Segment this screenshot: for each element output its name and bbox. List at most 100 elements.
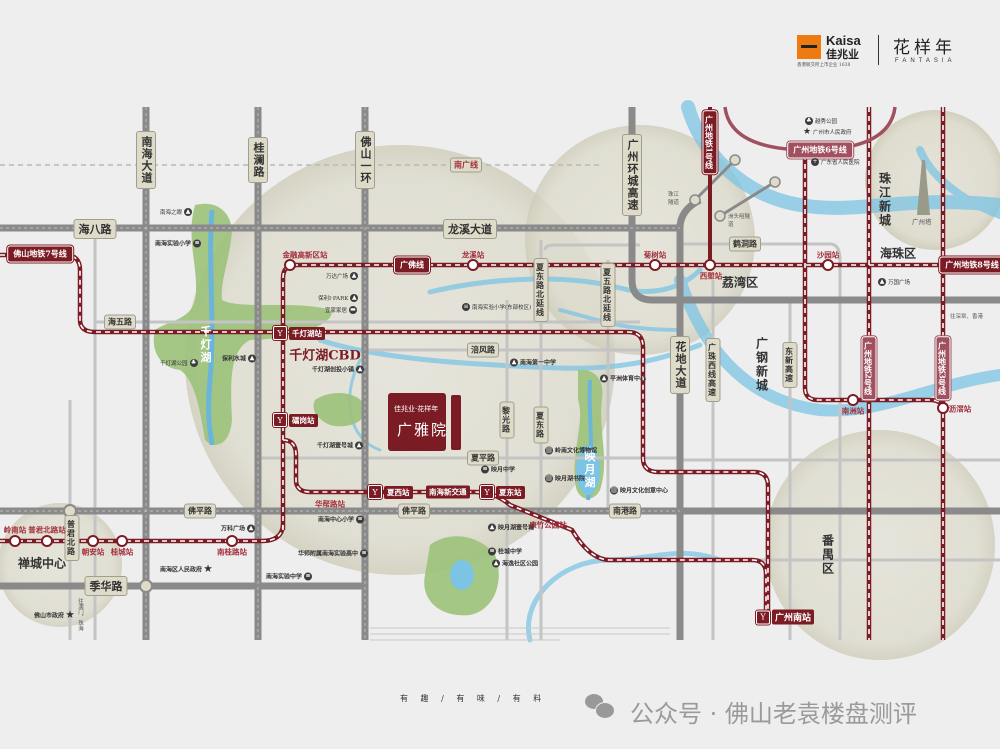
shopping-icon: ▬ (349, 306, 358, 314)
school-icon: ▥ (545, 474, 553, 482)
school-icon: ≡ (462, 303, 470, 311)
school-icon: ≡ (481, 465, 489, 473)
poi: 保利I·PARK▲ (318, 294, 359, 302)
poi: 万科广场▲ (221, 524, 256, 533)
poi: ♣越秀公园 (805, 117, 837, 125)
project-name[interactable]: 广雅院 (397, 421, 449, 439)
poi-label: 南海实验小学 (155, 240, 192, 248)
poi: 佛山市政府★ (34, 611, 74, 620)
station-huabang: 华帮路站 (315, 499, 345, 509)
poi: 万达广场▲ (326, 272, 359, 280)
road-liguang: 黎光路 (499, 401, 515, 439)
station-xiadong-label: 夏东站 (496, 485, 525, 499)
district-zhujiang: 珠江新城 (877, 172, 892, 228)
kaisa-name-cn: 佳兆业 (826, 48, 859, 61)
fantasia-name-en: FANTASIA (895, 58, 956, 64)
station-guicheng: 桂城站 (110, 547, 134, 557)
office-icon: ▲ (356, 365, 365, 373)
station-nanhai-xinjiaotong-label: 南海新交通 (426, 485, 470, 499)
poi-label: 南海第一中学 (520, 359, 557, 367)
shopping-icon: ▲ (350, 272, 359, 280)
government-star-icon: ★ (803, 127, 812, 137)
poi: ▲海逸社区公园 (492, 559, 538, 568)
station-xiaxi-label: 夏西站 (384, 485, 413, 499)
road-xiadong: 夏东路 (533, 406, 549, 444)
road-haiwu: 海五路 (104, 314, 136, 330)
district-qdh-cbd: 千灯湖CBD (289, 348, 361, 364)
line-label-guangfo: 广佛线 (394, 256, 430, 274)
station-qiandenghu-label: 千灯湖站 (289, 326, 325, 340)
park-icon: ♣ (189, 359, 198, 367)
footer-slogan: 有 趣 / 有 味 / 有 料 (400, 694, 547, 703)
poi: 南海中心小学≡ (318, 515, 365, 524)
poi: 南海实验小学≡ (155, 239, 202, 248)
poi-label: 保利水城 (222, 355, 247, 363)
line-label-fs7: 佛山地铁7号线 (7, 245, 73, 263)
school-icon: ≡ (488, 547, 496, 555)
school-icon: ▲ (510, 358, 518, 366)
halo-panyu (765, 430, 995, 660)
poi: 宜家家居▬ (325, 306, 358, 314)
poi: ▥映月文化创意中心 (610, 486, 668, 495)
poi-label: 映月文化创意中心 (620, 487, 669, 495)
road-xiadong-north: 夏东路北延线 (533, 258, 549, 322)
park-icon: ♣ (805, 117, 813, 125)
station-nanzhou: 南洲站 (841, 406, 865, 416)
poi-label: 保利I·PARK (318, 296, 349, 302)
fantasia-name-cn: 花样年 (893, 38, 956, 58)
road-guangzhu-west: 广珠西线高速 (705, 338, 721, 402)
line-label-gz8: 广州地铁8号线 (939, 256, 1000, 274)
poi-label: 平洲体育中心 (610, 375, 647, 383)
poi-label: 宜家家居 (325, 308, 348, 314)
poi-label: 南海之眼 (160, 210, 183, 216)
kaisa-name-en: Kaisa (826, 33, 861, 48)
poi: 南海区人民政府★ (160, 565, 212, 574)
poi: ≡南海实验小学(东部校区) (462, 303, 531, 311)
road-dongxin: 东新高速 (782, 342, 798, 388)
shopping-icon: ▲ (350, 294, 359, 302)
road-longxi: 龙溪大道 (443, 219, 497, 239)
direction-macau: 往澳门、珠海 (77, 598, 83, 631)
canton-tower-icon (917, 160, 930, 215)
stadium-icon: ▲ (600, 374, 608, 382)
poi: ≡桂城中学 (488, 547, 522, 556)
road-haiba: 海八路 (73, 219, 117, 239)
poi-label: 万达广场 (326, 274, 349, 280)
poi-label: 映月湖书院 (555, 475, 586, 483)
shopping-icon: ▲ (247, 524, 256, 532)
school-icon: ≡ (360, 549, 369, 557)
government-star-icon: ★ (204, 564, 213, 574)
district-panyu: 番禺区 (820, 534, 835, 576)
museum-icon: ▥ (545, 446, 553, 454)
poi-label: 南海中心小学 (318, 516, 355, 524)
landmark-icon: ▲ (184, 208, 193, 216)
poi: 保利水城▲ (222, 354, 257, 363)
lake-yingyue: 映月湖 (583, 450, 596, 490)
road-foping-2: 佛平路 (398, 503, 430, 519)
lake-qiandeng: 千灯湖 (199, 325, 212, 365)
poi: 千灯湖创投小镇▲ (312, 365, 365, 374)
poi: ▲南海第一中学 (510, 358, 556, 367)
poi: ▲映月湖壹号城 (488, 523, 534, 532)
road-nangang: 南港路 (609, 503, 641, 519)
station-lingnan: 岭南站 (3, 525, 27, 535)
road-fufeng: 涪风路 (467, 342, 499, 358)
zhujiang-tunnel-label: 珠江隧道 (668, 192, 680, 206)
culture-icon: ▥ (610, 486, 618, 494)
poi: 南海实验中学≡ (266, 572, 313, 581)
road-xiawu-north: 夏五路北延线 (600, 263, 616, 327)
station-gz-south-label: 广州南站 (772, 609, 815, 625)
project-developer: 佳兆业·花样年 (394, 405, 439, 413)
road-huadi: 花地大道 (670, 336, 690, 394)
poi: ▥映月湖书院 (545, 474, 585, 483)
residence-icon: ▲ (355, 441, 364, 449)
poi: 千灯湖公园♣ (160, 359, 198, 367)
station-pujun: 普君北路站 (28, 525, 66, 535)
district-liwan: 荔湾区 (721, 275, 759, 290)
halo-zhujiang (865, 110, 1000, 250)
poi-label: 佛山市政府 (34, 612, 65, 620)
kaisa-logo (797, 35, 821, 59)
road-pujun-north: 普君北路 (64, 515, 80, 561)
